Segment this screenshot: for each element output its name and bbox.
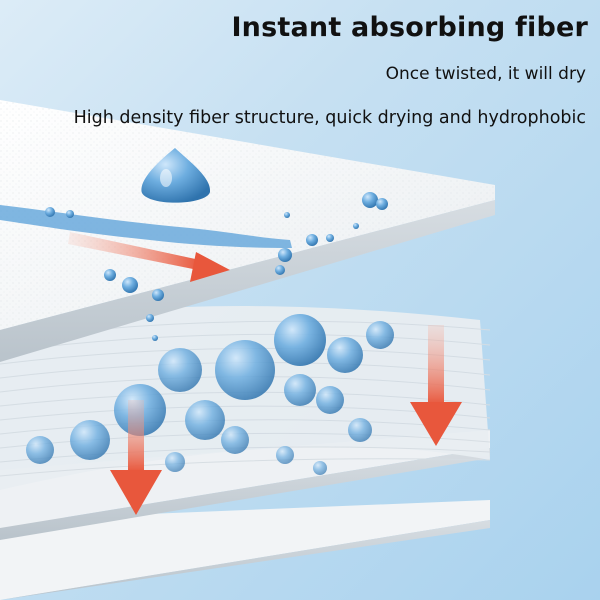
flow-arrow-left-down	[110, 400, 162, 515]
top-sheet	[0, 100, 495, 362]
description-text: High density fiber structure, quick dryi…	[73, 108, 586, 128]
absorbed-water-droplets	[26, 314, 394, 475]
water-droplet-large	[141, 148, 211, 203]
droplet-highlight	[160, 169, 172, 187]
bottom-sheet	[0, 500, 490, 600]
middle-base-sheet	[0, 430, 490, 540]
subheadline: Once twisted, it will dry	[385, 64, 586, 84]
flow-arrow-horizontal	[68, 232, 230, 282]
headline: Instant absorbing fiber	[231, 12, 588, 43]
surface-water-stream	[0, 192, 388, 341]
flow-arrow-right-down	[410, 325, 462, 446]
